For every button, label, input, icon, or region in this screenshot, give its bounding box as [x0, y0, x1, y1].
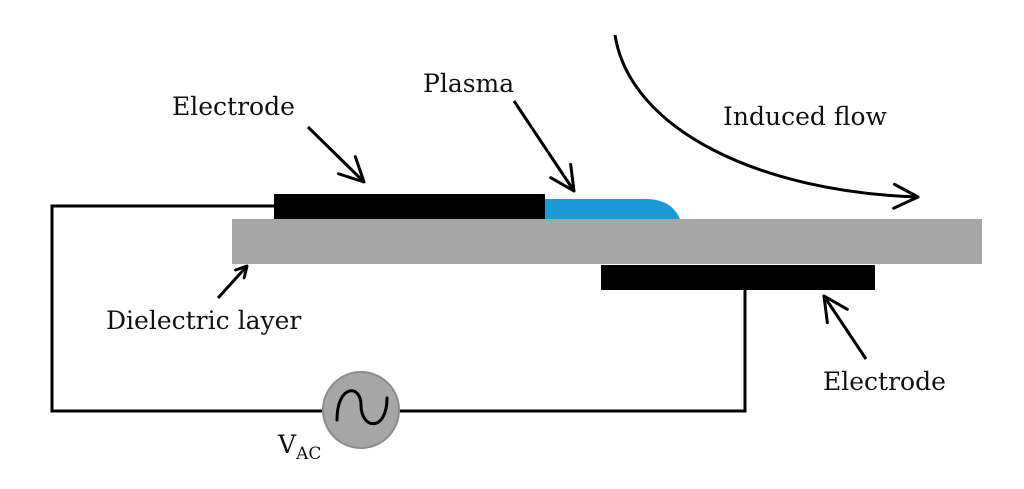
dielectric-arrow	[216, 266, 247, 300]
induced-flow-arrow	[613, 34, 920, 210]
dielectric-layer	[232, 219, 982, 264]
circuit-wires	[50, 204, 747, 413]
sine-wave-icon	[335, 389, 389, 426]
plasma-arrow	[512, 100, 576, 193]
ac-source	[322, 371, 400, 449]
dielectric-label: Dielectric layer	[106, 306, 301, 335]
vac-label: VAC	[277, 430, 321, 464]
electrode-bottom-arrow	[822, 294, 868, 360]
vac-label-main: V	[277, 430, 297, 459]
electrode-bottom-label: Electrode	[823, 367, 946, 396]
electrode-top-label: Electrode	[172, 92, 295, 121]
vac-label-subscript: AC	[295, 444, 321, 464]
plasma-region	[545, 199, 680, 219]
wire-top-left	[50, 204, 322, 413]
bottom-electrode	[601, 265, 875, 290]
wire-bottom-right	[400, 290, 747, 413]
plasma-label: Plasma	[423, 69, 514, 98]
electrode-top-arrow	[306, 125, 366, 184]
induced-flow-label: Induced flow	[723, 102, 888, 131]
top-electrode	[274, 194, 545, 219]
